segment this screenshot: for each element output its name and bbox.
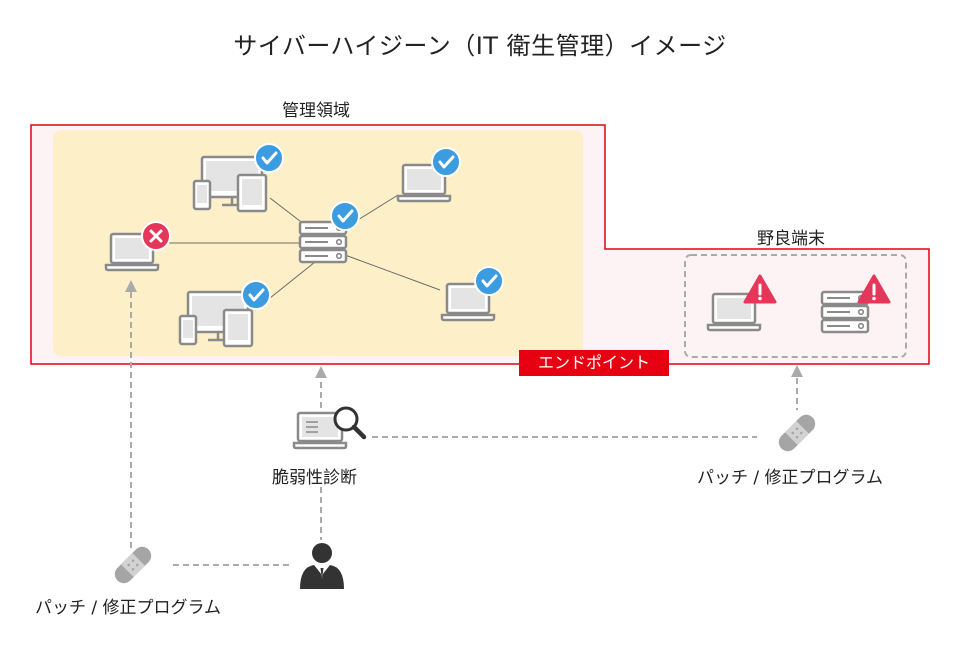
dashed-connectors [130, 292, 798, 566]
bandage-icon-left [111, 543, 155, 587]
arrowhead-left [125, 280, 137, 292]
arrowhead-center [315, 366, 327, 378]
patch-label-right: パッチ / 修正プログラム [697, 468, 884, 488]
check-icon-bottom-left [240, 279, 272, 311]
patch-label-left: パッチ / 修正プログラム [35, 598, 222, 618]
arrowheads [125, 280, 803, 378]
magnifier-laptop-icon [292, 406, 367, 450]
vulnerability-scan-label: 脆弱性診断 [272, 468, 357, 488]
check-icon-center [329, 200, 361, 232]
person-icon [300, 543, 344, 589]
check-icon-top-left [253, 142, 285, 174]
rogue-area-label: 野良端末 [757, 229, 825, 249]
arrowhead-right [791, 365, 803, 377]
bandage-icon-right [775, 411, 819, 455]
check-icon-top-right [430, 146, 462, 178]
check-icon-bottom-right [473, 265, 505, 297]
error-icon-left [140, 220, 172, 252]
page-title: サイバーハイジーン（IT 衛生管理）イメージ [233, 32, 727, 60]
rogue-area [684, 254, 907, 358]
managed-area-label: 管理領域 [282, 101, 350, 121]
endpoint-badge: エンドポイント [519, 350, 669, 376]
